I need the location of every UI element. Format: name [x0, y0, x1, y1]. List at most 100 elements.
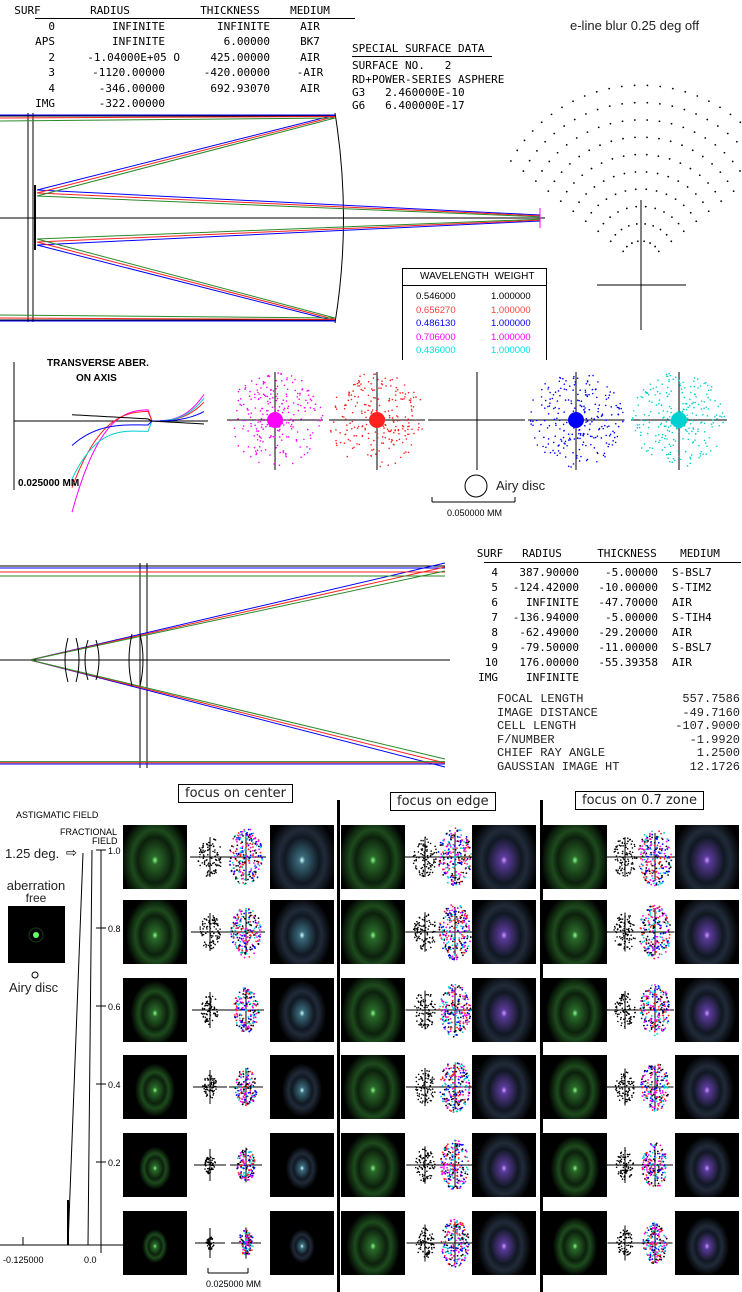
spot-dot: [429, 871, 431, 874]
spot-dot: [416, 930, 419, 932]
spot-dot: [573, 407, 576, 409]
spot-dot: [249, 1014, 252, 1017]
spot-dot: [461, 986, 463, 989]
spot-dot: [693, 380, 695, 382]
spot-dot: [651, 1106, 654, 1109]
spot-dot: [254, 933, 257, 935]
spot-dot: [212, 1084, 214, 1087]
spot-dot: [656, 988, 659, 991]
spot-dot: [422, 864, 425, 866]
spot-dot: [625, 995, 628, 998]
spot-dot: [235, 1009, 238, 1012]
spot-dot: [418, 856, 420, 859]
spot-dot: [249, 911, 252, 914]
spot-dot: [303, 453, 306, 456]
spot-dot: [582, 434, 584, 437]
spot-dot: [459, 993, 461, 996]
spot-dot: [707, 408, 710, 410]
spot-dot: [626, 1098, 629, 1101]
spot-dot: [204, 932, 207, 935]
spot-dot: [547, 405, 549, 408]
spot-dot: [614, 940, 617, 942]
spot-dot: [249, 875, 251, 878]
spot-dot: [279, 451, 281, 454]
spot-dot: [465, 925, 468, 928]
spot-dot: [672, 444, 675, 447]
spot-dot: [657, 1103, 660, 1105]
spot-dot: [450, 857, 453, 860]
spot-dot: [719, 415, 721, 417]
blur-dot: [731, 160, 734, 163]
spot-dot: [386, 428, 389, 430]
spot-dot: [460, 863, 463, 866]
table-cell: 4: [48, 81, 55, 95]
blur-dot: [634, 153, 637, 156]
spot-dot: [609, 391, 612, 393]
spot-dot: [446, 866, 449, 869]
spot-dot: [417, 1083, 420, 1086]
spot-dot: [418, 1095, 421, 1098]
spot-dot: [442, 917, 445, 920]
spot-dot: [312, 432, 314, 434]
spot-dot: [433, 866, 436, 868]
spot-dot: [250, 1083, 253, 1086]
spot-dot: [628, 927, 630, 930]
spot-dot: [628, 1097, 631, 1099]
spot-dot: [650, 941, 653, 943]
spot-dot: [442, 856, 445, 859]
table-cell: -1.04000E+05 O: [87, 50, 180, 64]
spot-dot: [426, 863, 429, 865]
spot-dot: [463, 862, 466, 865]
spot-dot: [449, 921, 451, 924]
spot-dot: [626, 854, 629, 856]
spot-dot: [639, 927, 642, 929]
spot-dot: [651, 1073, 653, 1076]
spot-dot: [594, 403, 597, 406]
spot-dot: [423, 1081, 426, 1083]
spot-dot: [650, 842, 653, 845]
spot-dot: [246, 1075, 249, 1078]
spot-dot: [658, 986, 661, 989]
spot-dot: [252, 832, 255, 835]
spot-dot: [451, 995, 454, 998]
spot-dot: [412, 928, 415, 931]
spot-dot: [723, 415, 726, 418]
spot-dot: [263, 419, 265, 422]
spot-dot: [352, 383, 355, 386]
spot-dot: [658, 441, 660, 444]
spot-dot: [530, 423, 532, 425]
spot-dot: [250, 412, 253, 414]
spot-dot: [447, 941, 450, 943]
spot-dot: [420, 996, 423, 999]
spot-dot: [720, 416, 723, 418]
spot-dot: [241, 931, 244, 934]
spot-dot: [669, 451, 672, 454]
spot-dot: [650, 863, 653, 865]
spot-dot: [450, 1021, 453, 1024]
spot-dot: [370, 388, 373, 390]
spot-dot: [213, 1085, 216, 1088]
spot-dot: [460, 1099, 463, 1101]
spot-dot: [649, 991, 652, 994]
spot-dot: [649, 1007, 652, 1010]
blur-dot: [620, 228, 623, 231]
spot-dot: [290, 375, 293, 377]
spot-dot: [232, 936, 235, 939]
spot-dot: [584, 389, 587, 392]
spot-dot: [691, 412, 694, 415]
spot-dot: [634, 429, 637, 432]
spot-dot: [247, 1000, 250, 1003]
spot-dot: [242, 1070, 245, 1073]
spot-dot: [210, 947, 212, 950]
spot-dot: [442, 1097, 444, 1100]
ray: [0, 116, 336, 119]
spot-dot: [646, 841, 649, 844]
spot-dot: [624, 920, 626, 922]
spot-dot: [695, 414, 698, 416]
spot-dot: [456, 1108, 459, 1110]
spot-dot: [429, 942, 431, 944]
spot-dot: [237, 832, 240, 834]
spot-dot: [707, 389, 710, 392]
spot-dot: [242, 1017, 245, 1020]
spot-dot: [452, 937, 455, 940]
